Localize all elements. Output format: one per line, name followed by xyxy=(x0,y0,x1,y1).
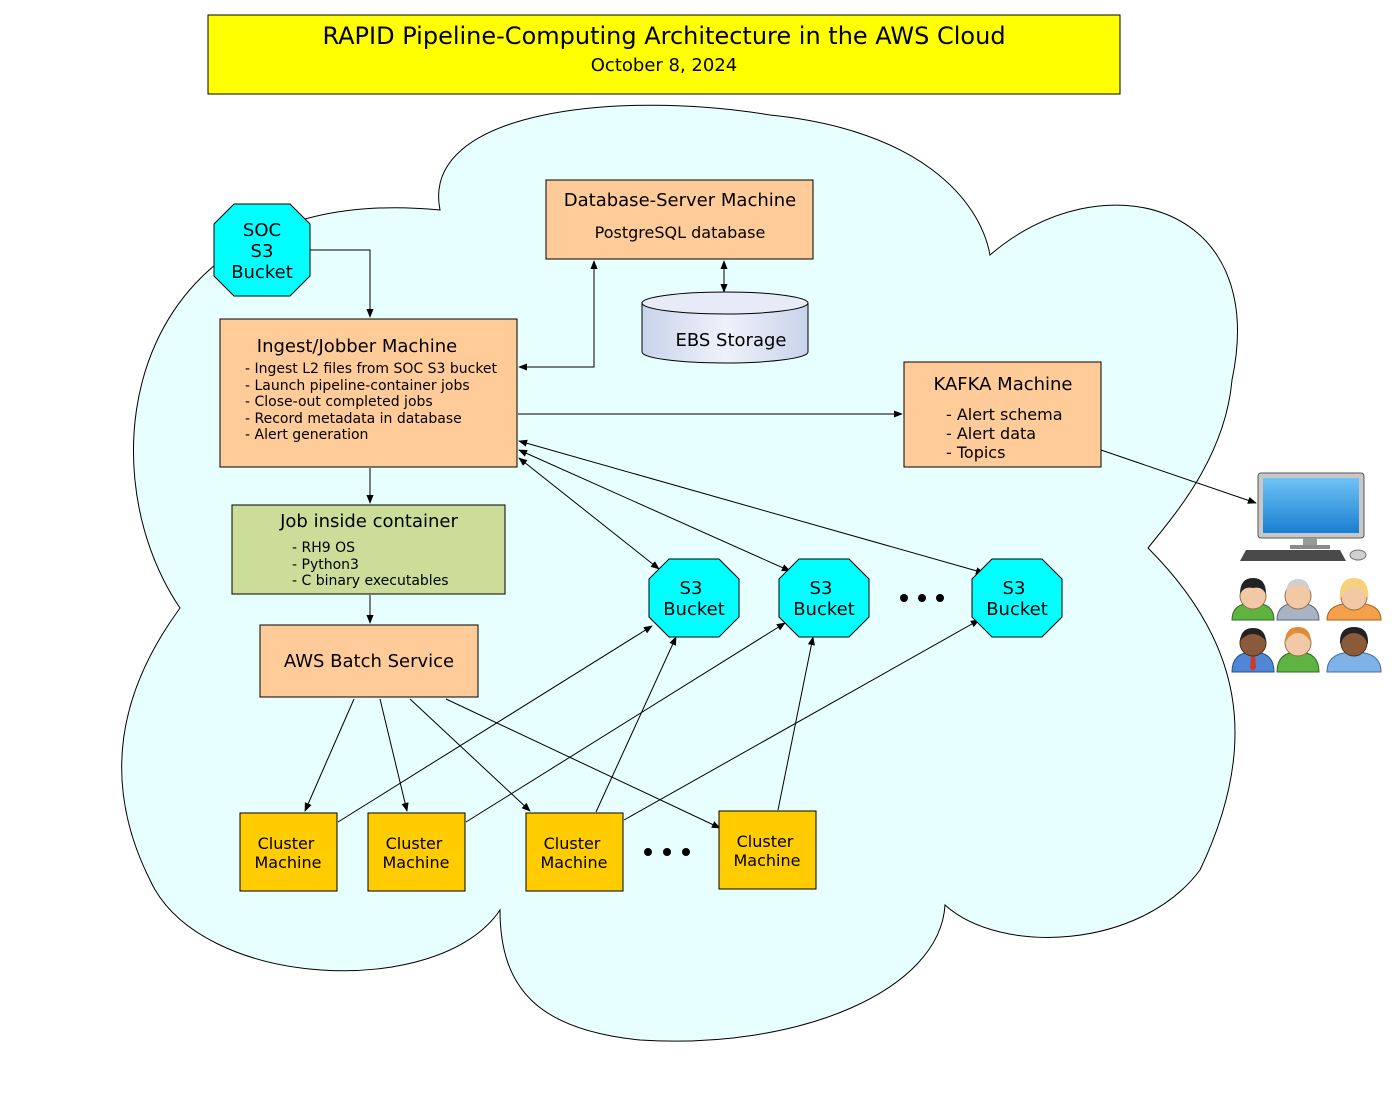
database-server-machine: Database-Server Machine PostgreSQL datab… xyxy=(545,179,814,260)
batch-label: AWS Batch Service xyxy=(284,651,454,672)
cluster-machine: Cluster Machine xyxy=(239,812,338,892)
title-box: RAPID Pipeline-Computing Architecture in… xyxy=(207,14,1121,95)
db-server-title: Database-Server Machine xyxy=(564,190,796,211)
cluster-ellipsis xyxy=(644,848,690,856)
svg-text:Bucket: Bucket xyxy=(793,599,855,620)
cluster1-to-bucket1-arrow xyxy=(337,625,653,823)
cluster3-to-bucket3-arrow xyxy=(623,619,980,821)
svg-text:Machine: Machine xyxy=(255,853,322,872)
diagram-date: October 8, 2024 xyxy=(591,55,737,76)
svg-text:S3: S3 xyxy=(810,578,833,599)
kafka-item: - Alert schema xyxy=(946,405,1063,424)
s3-bucket: S3 Bucket xyxy=(648,558,740,638)
cluster3-to-bucket1-arrow xyxy=(595,636,677,813)
user-icon xyxy=(1231,578,1275,621)
job-container: Job inside container - RH9 OS - Python3 … xyxy=(231,504,506,595)
svg-text:Bucket: Bucket xyxy=(986,599,1048,620)
kafka-item: - Alert data xyxy=(946,424,1036,443)
user-icon xyxy=(1276,579,1320,621)
kafka-item: - Topics xyxy=(946,443,1005,462)
svg-text:Cluster: Cluster xyxy=(386,834,443,853)
svg-text:Machine: Machine xyxy=(541,853,608,872)
bucket-ellipsis xyxy=(900,594,944,602)
kafka-to-computer-arrow xyxy=(1100,449,1257,504)
svg-text:SOC: SOC xyxy=(243,220,281,241)
cluster2-to-bucket2-arrow xyxy=(465,622,786,823)
batch-to-cluster4-arrow xyxy=(445,698,721,829)
aws-batch-service: AWS Batch Service xyxy=(259,624,479,698)
svg-text:Bucket: Bucket xyxy=(231,262,293,283)
desktop-computer-icon xyxy=(1240,472,1367,561)
ingest-item: - Alert generation xyxy=(245,427,368,443)
kafka-machine: KAFKA Machine - Alert schema - Alert dat… xyxy=(903,361,1102,468)
ingest-db-arrow xyxy=(518,260,598,371)
ebs-storage: EBS Storage xyxy=(641,291,809,364)
cluster-machine: Cluster Machine xyxy=(525,812,624,892)
s3-bucket: S3 Bucket xyxy=(971,558,1063,638)
svg-text:Bucket: Bucket xyxy=(663,599,725,620)
cluster4-to-bucket2-arrow xyxy=(777,636,815,811)
diagram-title: RAPID Pipeline-Computing Architecture in… xyxy=(322,22,1005,50)
ingest-item: - Launch pipeline-container jobs xyxy=(245,378,470,394)
ingest-title: Ingest/Jobber Machine xyxy=(257,336,457,357)
svg-text:Machine: Machine xyxy=(734,851,801,870)
svg-text:Cluster: Cluster xyxy=(258,834,315,853)
s3-bucket: S3 Bucket xyxy=(778,558,870,638)
batch-to-cluster3-arrow xyxy=(409,698,531,812)
batch-to-cluster1-arrow xyxy=(304,698,355,812)
ingest-bucket3-arrow xyxy=(518,439,985,575)
cluster-machine: Cluster Machine xyxy=(718,810,817,890)
svg-text:S3: S3 xyxy=(1003,578,1026,599)
user-icon xyxy=(1326,627,1382,673)
user-icon xyxy=(1326,578,1382,621)
ingest-item: - Ingest L2 files from SOC S3 bucket xyxy=(245,361,498,377)
soc-to-ingest-arrow xyxy=(310,249,374,318)
svg-text:S3: S3 xyxy=(680,578,703,599)
connectors xyxy=(304,249,1257,829)
user-icon xyxy=(1276,627,1320,673)
soc-s3-bucket: SOC S3 Bucket xyxy=(213,203,311,297)
user-icon xyxy=(1231,628,1275,673)
cluster-machine: Cluster Machine xyxy=(367,812,466,892)
batch-to-cluster2-arrow xyxy=(379,698,409,812)
db-server-subtitle: PostgreSQL database xyxy=(595,223,766,242)
ingest-item: - Record metadata in database xyxy=(245,411,462,427)
ingest-item: - Close-out completed jobs xyxy=(245,394,433,410)
svg-text:Cluster: Cluster xyxy=(737,832,794,851)
container-title: Job inside container xyxy=(279,511,458,532)
svg-text:Cluster: Cluster xyxy=(544,834,601,853)
container-item: - C binary executables xyxy=(292,573,449,589)
ebs-label: EBS Storage xyxy=(676,330,787,351)
container-item: - RH9 OS xyxy=(292,540,355,556)
ingest-jobber-machine: Ingest/Jobber Machine - Ingest L2 files … xyxy=(219,318,518,468)
container-item: - Python3 xyxy=(292,557,359,573)
kafka-title: KAFKA Machine xyxy=(933,374,1072,395)
svg-text:S3: S3 xyxy=(251,241,274,262)
user-group-icon xyxy=(1231,578,1382,673)
svg-text:Machine: Machine xyxy=(383,853,450,872)
